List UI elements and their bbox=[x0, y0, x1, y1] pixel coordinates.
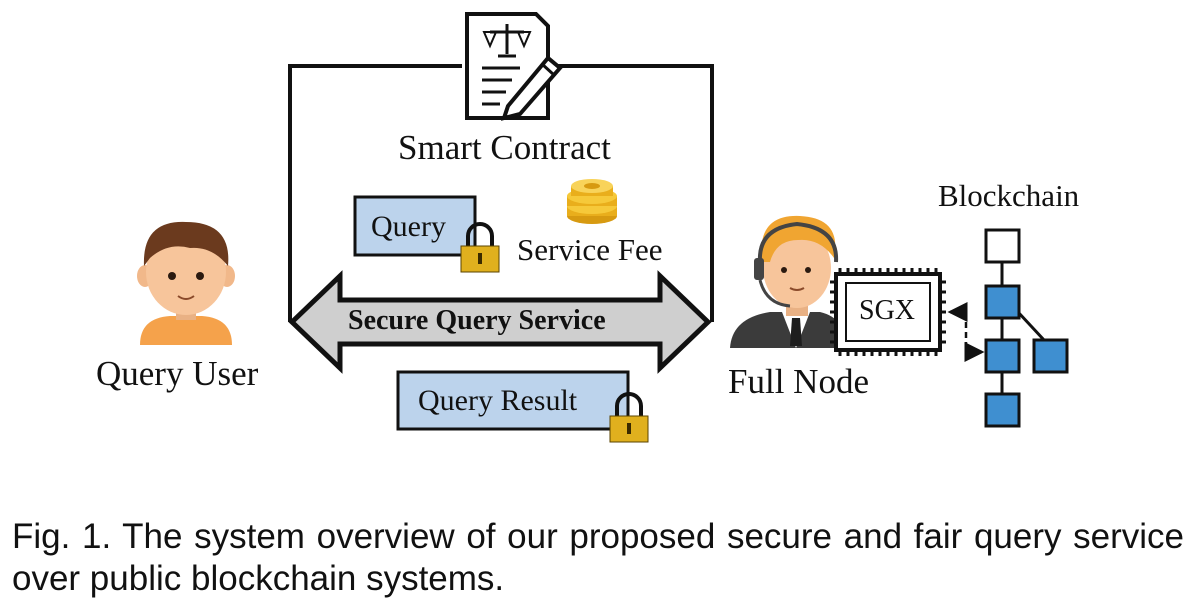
figure-caption: Fig. 1. The system overview of our propo… bbox=[12, 517, 1184, 598]
query-user-avatar bbox=[137, 221, 235, 345]
sgx-chip-icon bbox=[830, 268, 946, 356]
contract-loop-line bbox=[288, 64, 714, 322]
query-user-label: Query User bbox=[96, 354, 259, 393]
coins-icon bbox=[567, 179, 617, 224]
secure-query-service-arrow bbox=[288, 270, 712, 374]
dashed-read-arrow bbox=[964, 312, 985, 362]
full-node-avatar bbox=[730, 215, 848, 348]
service-fee-label: Service Fee bbox=[517, 232, 663, 267]
query-lock-icon bbox=[460, 222, 500, 273]
blockchain-label: Blockchain bbox=[938, 178, 1080, 213]
query-result-label: Query Result bbox=[418, 384, 578, 417]
blockchain-icon bbox=[984, 228, 1069, 428]
block-genesis bbox=[984, 228, 1021, 264]
smart-contract-label: Smart Contract bbox=[398, 128, 611, 167]
diagram-graphics bbox=[137, 12, 1069, 443]
query-result-box bbox=[396, 370, 630, 431]
full-node-label: Full Node bbox=[728, 362, 869, 401]
query-label: Query bbox=[371, 210, 446, 243]
contract-document-icon bbox=[465, 12, 563, 121]
block bbox=[984, 392, 1021, 428]
block bbox=[984, 284, 1021, 320]
block-fork bbox=[1032, 338, 1069, 374]
result-lock-icon bbox=[609, 392, 649, 443]
block bbox=[984, 338, 1021, 374]
arrow-label: Secure Query Service bbox=[348, 305, 606, 336]
sgx-label: SGX bbox=[859, 295, 916, 326]
